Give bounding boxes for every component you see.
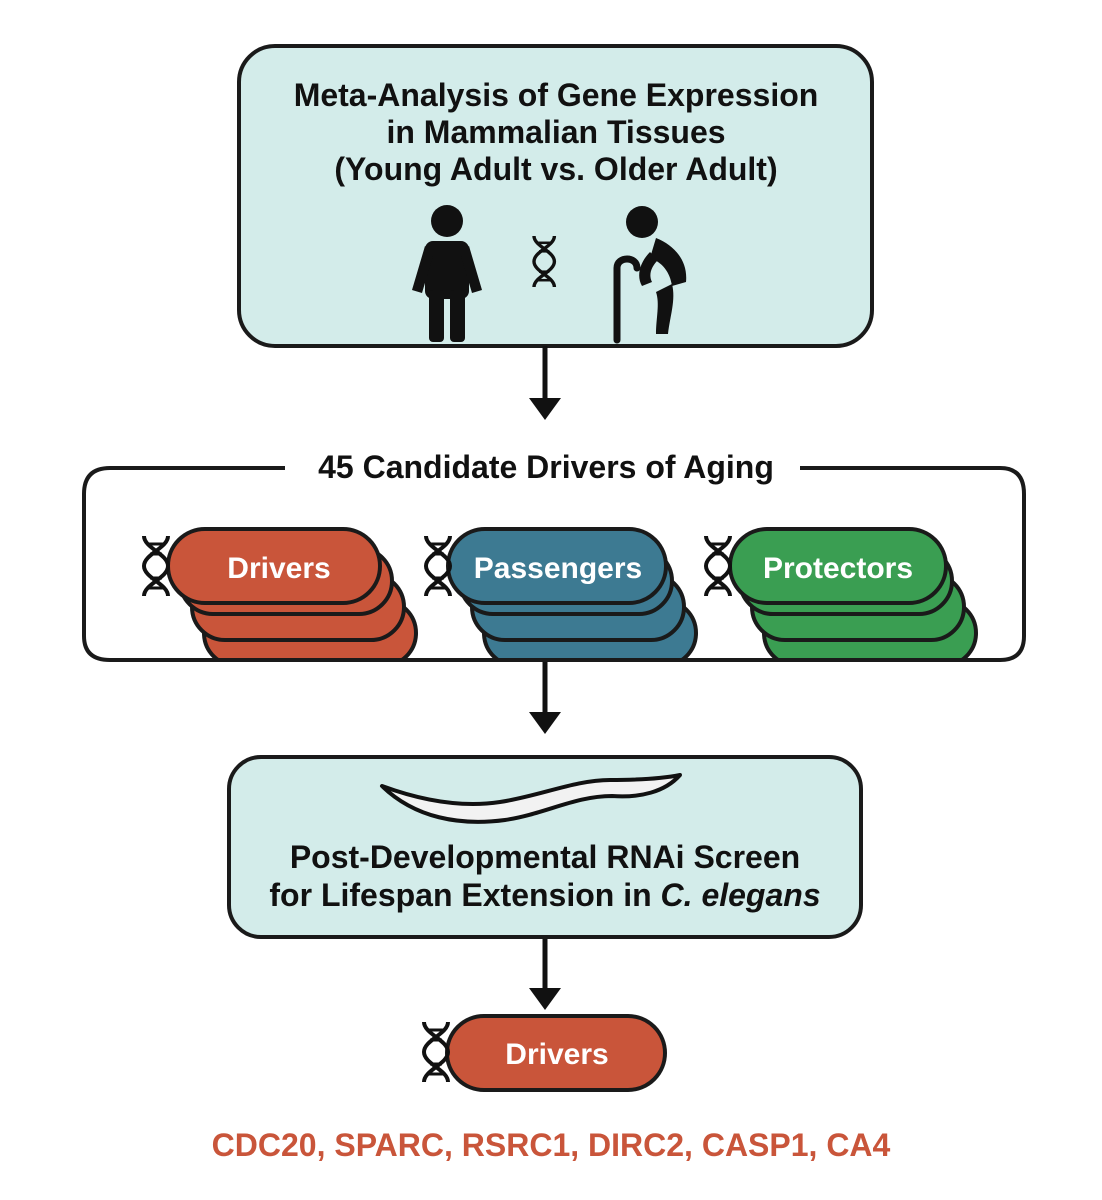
meta-analysis-box <box>237 44 874 348</box>
young-adult-icon <box>412 205 482 342</box>
passengers-stack: Passengers <box>424 527 698 668</box>
meta-analysis-title-line2: in Mammalian Tissues <box>386 114 725 150</box>
dna-icon <box>704 534 732 598</box>
candidates-label: 45 Candidate Drivers of Aging <box>318 449 774 485</box>
drivers-stack: Drivers <box>142 527 418 668</box>
arrow-to-candidates <box>529 346 561 420</box>
older-adult-with-cane-icon <box>613 206 687 344</box>
rnai-screen-box <box>227 755 863 939</box>
meta-analysis-title-line1: Meta-Analysis of Gene Expression <box>294 77 819 113</box>
dna-icon <box>422 1020 450 1084</box>
worm-icon <box>380 773 682 824</box>
result-drivers: Drivers <box>422 1014 667 1092</box>
passengers-label: Passengers <box>474 552 642 585</box>
protectors-stack: Protectors <box>704 527 978 668</box>
driver-gene-list: CDC20, SPARC, RSRC1, DIRC2, CASP1, CA4 <box>212 1127 891 1163</box>
arrow-to-result <box>529 939 561 1010</box>
arrow-to-screen <box>529 662 561 734</box>
rnai-screen-line2: for Lifespan Extension in C. elegans <box>269 877 820 913</box>
rnai-screen-line1: Post-Developmental RNAi Screen <box>290 839 800 875</box>
meta-analysis-title-line3: (Young Adult vs. Older Adult) <box>334 151 777 187</box>
result-drivers-label: Drivers <box>505 1038 608 1071</box>
dna-icon <box>142 534 170 598</box>
drivers-label: Drivers <box>227 552 330 585</box>
protectors-label: Protectors <box>763 552 913 585</box>
